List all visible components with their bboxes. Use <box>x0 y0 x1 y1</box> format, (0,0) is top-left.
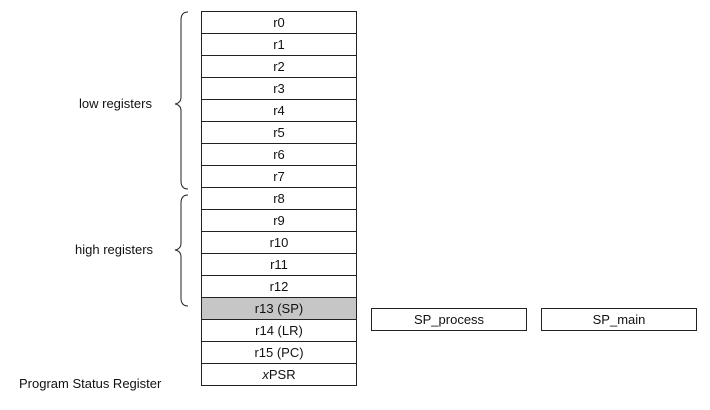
xpsr-name: PSR <box>268 367 296 382</box>
high-registers-label: high registers <box>75 242 154 257</box>
sp-process-box: SP_process <box>371 308 527 331</box>
register-r6: r6 <box>201 143 357 166</box>
register-r12: r12 <box>201 275 357 298</box>
register-r7: r7 <box>201 165 357 188</box>
register-r10: r10 <box>201 231 357 254</box>
program-status-register-label: Program Status Register <box>19 376 162 391</box>
high-registers-brace <box>174 194 189 307</box>
register-r11: r11 <box>201 253 357 276</box>
register-r15-pc: r15 (PC) <box>201 341 357 364</box>
register-r2: r2 <box>201 55 357 78</box>
register-r13-sp: r13 (SP) <box>201 297 357 320</box>
xpsr-prefix: x <box>262 367 269 382</box>
register-r14-lr: r14 (LR) <box>201 319 357 342</box>
register-r1: r1 <box>201 33 357 56</box>
register-r0: r0 <box>201 11 357 34</box>
register-r9: r9 <box>201 209 357 232</box>
sp-main-box: SP_main <box>541 308 697 331</box>
register-r3: r3 <box>201 77 357 100</box>
register-r4: r4 <box>201 99 357 122</box>
register-xpsr: xPSR <box>201 363 357 386</box>
low-registers-brace <box>174 11 189 190</box>
register-r8: r8 <box>201 187 357 210</box>
register-stack: r0 r1 r2 r3 r4 r5 r6 r7 r8 r9 r10 r11 r1… <box>201 11 357 386</box>
register-r5: r5 <box>201 121 357 144</box>
low-registers-label: low registers <box>79 96 152 111</box>
